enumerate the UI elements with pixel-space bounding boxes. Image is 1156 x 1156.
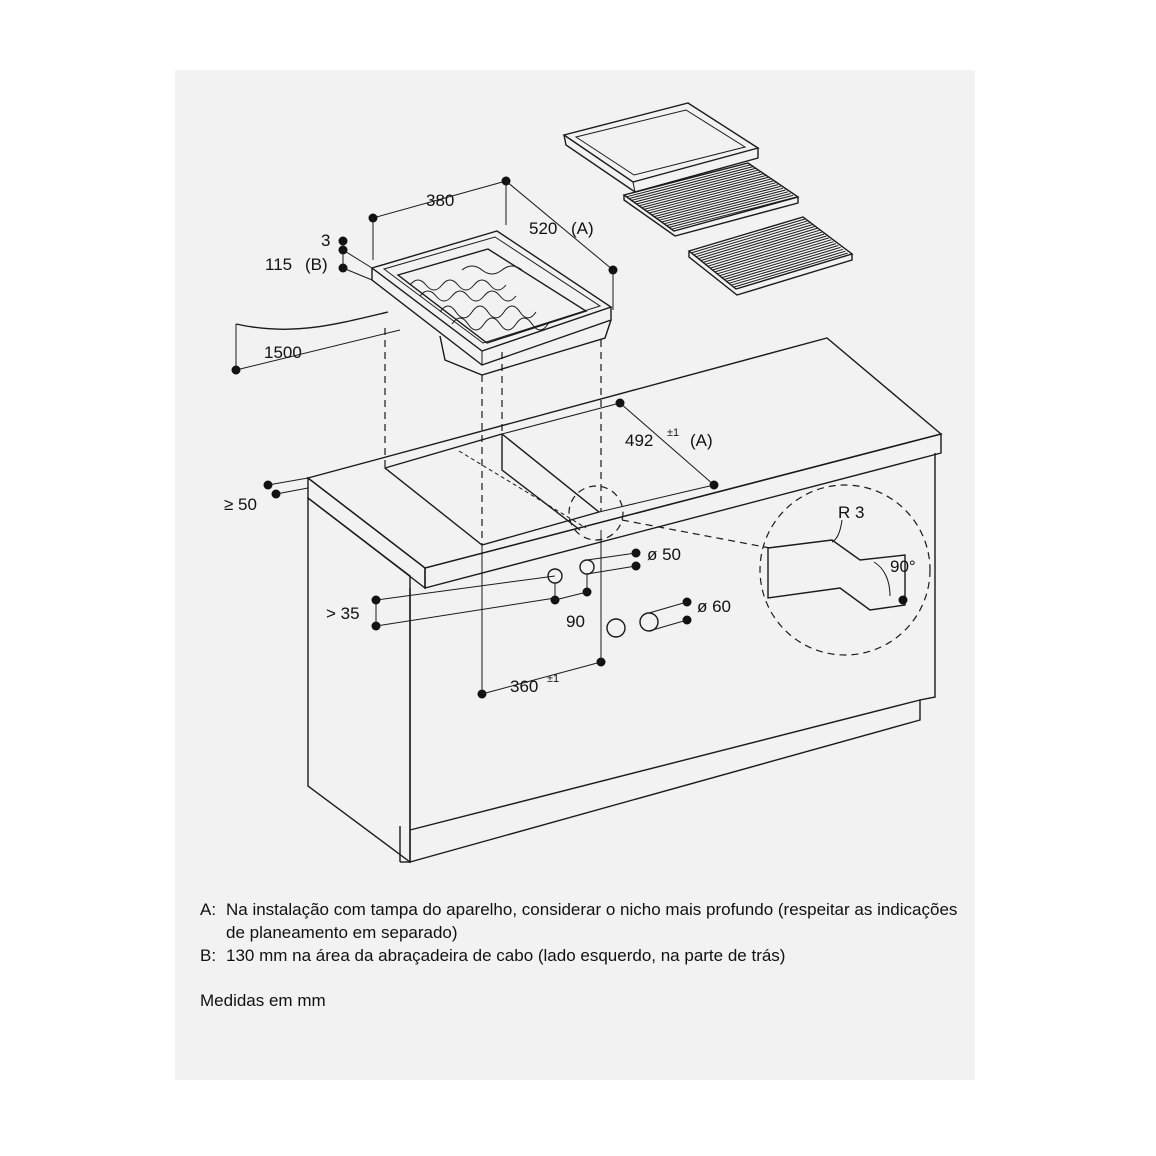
dim-360: 360	[510, 677, 538, 696]
dim-115-ref: (B)	[305, 255, 328, 274]
accessory-tray	[562, 102, 760, 193]
dim-1500: 1500	[264, 343, 302, 362]
dim-35: > 35	[326, 604, 360, 623]
accessory-grill-plate-1	[622, 162, 800, 237]
cabinet	[306, 337, 943, 864]
dim-radius: R 3	[838, 503, 864, 522]
dim-360-tol: ±1	[547, 673, 559, 685]
dim-520-ref: (A)	[571, 219, 594, 238]
dim-492: 492	[625, 431, 653, 450]
dim-492-ref: (A)	[690, 431, 713, 450]
note-b-text: 130 mm na área da abraçadeira de cabo (l…	[226, 946, 786, 965]
dimension-lines	[231, 176, 908, 699]
legend-notes: A: Na instalação com tampa do aparelho, …	[200, 898, 960, 1012]
dim-hole-50: ø 50	[647, 545, 681, 564]
dim-380: 380	[426, 191, 454, 210]
power-cable	[235, 311, 389, 331]
accessory-grill-plate-2	[687, 216, 854, 296]
dim-90: 90	[566, 612, 585, 631]
dim-3: 3	[321, 231, 330, 250]
dim-115: 115	[265, 255, 292, 274]
note-b-key: B:	[200, 946, 217, 965]
note-b: B: 130 mm na área da abraçadeira de cabo…	[200, 944, 960, 967]
dim-492-tol: ±1	[667, 427, 679, 439]
note-a: A: Na instalação com tampa do aparelho, …	[200, 898, 960, 944]
dim-angle: 90°	[890, 557, 916, 576]
dim-520: 520	[529, 219, 557, 238]
edge-detail	[759, 484, 931, 656]
dim-edge-50: ≥ 50	[224, 495, 257, 514]
note-a-text: Na instalação com tampa do aparelho, con…	[226, 900, 958, 942]
grill-module	[370, 230, 613, 376]
dim-hole-60: ø 60	[697, 597, 731, 616]
dimension-labels: 380 520 (A) 3 115 (B) 1500 492 ±1 (A) ≥ …	[224, 191, 916, 696]
note-a-key: A:	[200, 900, 217, 919]
projection-lines	[384, 328, 771, 549]
units-note: Medidas em mm	[200, 991, 326, 1010]
